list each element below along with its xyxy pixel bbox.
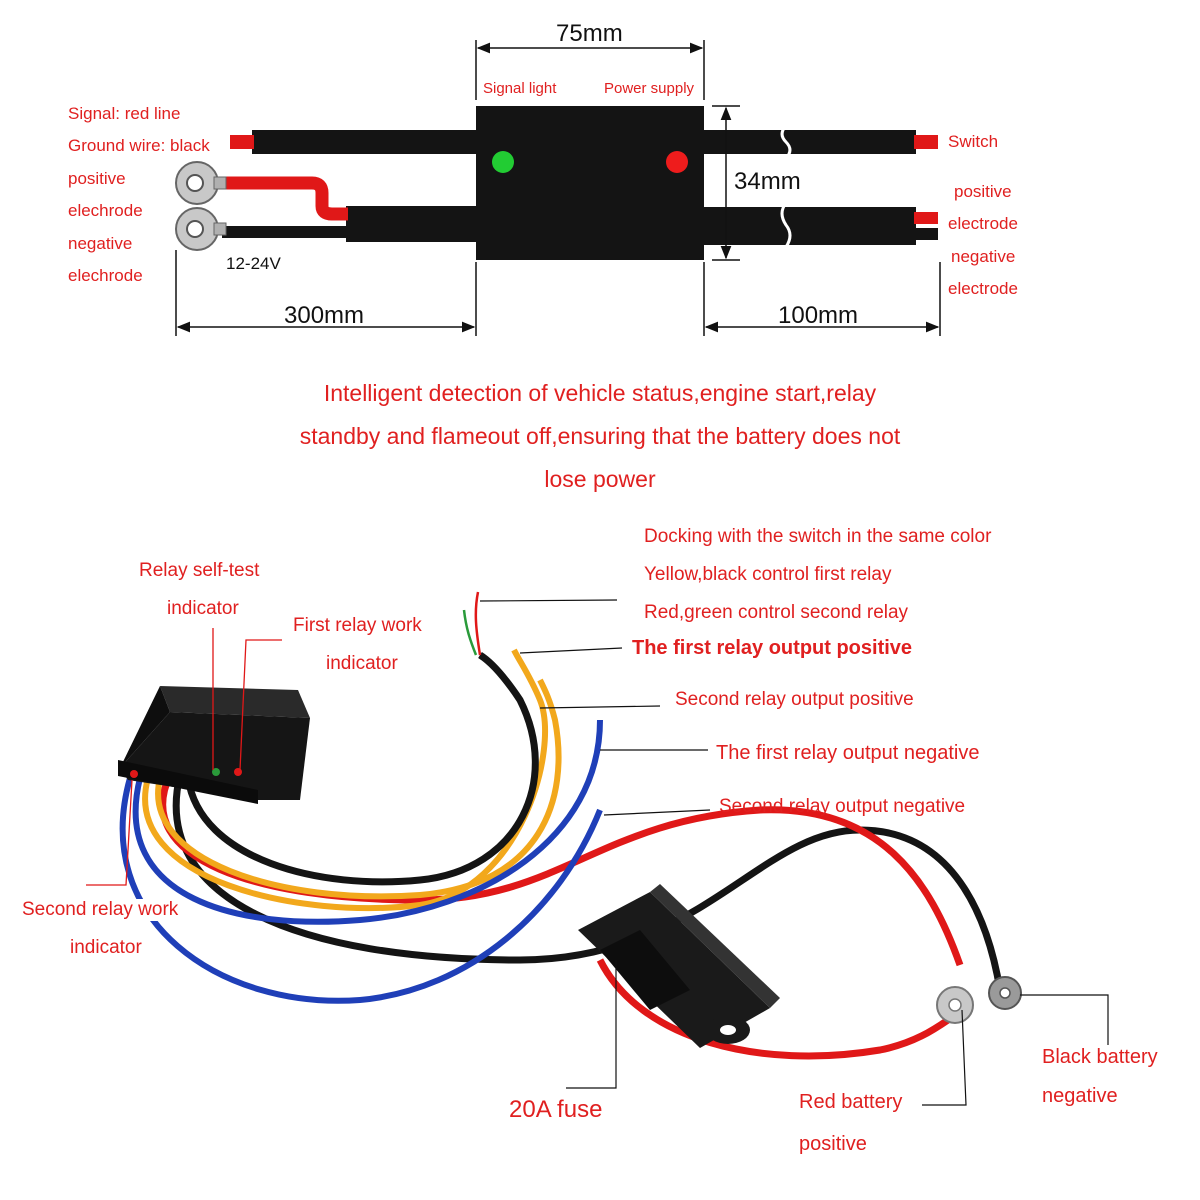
leader-second-negative xyxy=(603,809,711,816)
first-relay-output-positive-label: The first relay output positive xyxy=(632,637,913,659)
negative-ring-terminal xyxy=(175,207,227,251)
positive-wire-red xyxy=(222,176,348,221)
leader-docking xyxy=(479,599,618,602)
first-relay-led xyxy=(234,768,242,776)
red-battery-terminal xyxy=(936,986,974,1024)
leader-red-battery xyxy=(922,1009,967,1106)
blue-output-wire-2 xyxy=(119,777,603,1004)
leader-first-positive xyxy=(519,647,623,654)
right-negative-label: negative xyxy=(951,247,1016,266)
red-battery-positive-label: positive xyxy=(799,1133,867,1155)
right-negative-electrode-label: electrode xyxy=(948,279,1018,298)
dimension-width-label: 75mm xyxy=(556,20,623,47)
signal-light-label: Signal light xyxy=(483,80,557,97)
headline-line-3: lose power xyxy=(544,466,656,492)
red-fuse-wire xyxy=(596,958,967,1060)
docking-note-line-2: Yellow,black control first relay xyxy=(644,564,892,585)
black-battery-terminal xyxy=(988,976,1022,1010)
voltage-label: 12-24V xyxy=(226,254,281,273)
positive-ring-terminal xyxy=(175,161,227,205)
black-battery-negative-label: negative xyxy=(1042,1085,1118,1107)
switch-cable-red-tip xyxy=(914,135,938,149)
second-relay-output-negative-label: Second relay output negative xyxy=(719,796,966,817)
description-headline: Intelligent detection of vehicle status,… xyxy=(150,372,1050,501)
docking-note-line-3: Red,green control second relay xyxy=(644,602,909,623)
negative-label: negative xyxy=(68,234,133,253)
relay-module xyxy=(118,686,310,804)
output-positive-tip xyxy=(914,212,938,224)
positive-elechrode-label: elechrode xyxy=(68,201,143,220)
power-cable-left xyxy=(346,206,478,242)
green-control-wire-tip xyxy=(462,609,478,656)
black-battery-label: Black battery xyxy=(1042,1046,1158,1068)
first-relay-work-indicator-label: indicator xyxy=(326,653,398,674)
self-test-led xyxy=(212,768,220,776)
module-body xyxy=(476,106,704,260)
signal-cable-left xyxy=(252,130,478,154)
orange-output-wire-1 xyxy=(142,648,548,912)
second-relay-work-indicator-label: indicator xyxy=(66,937,146,959)
black-control-wire xyxy=(184,652,539,886)
bottom-harness-illustration xyxy=(86,591,1109,1106)
cable-break-mark xyxy=(780,124,792,160)
right-positive-label: positive xyxy=(954,182,1012,201)
leader-second-relay xyxy=(86,779,133,886)
second-relay-led xyxy=(130,770,138,778)
fuse-holder xyxy=(578,884,780,1048)
dimension-right-label: 100mm xyxy=(778,302,859,329)
dimension-height-label: 34mm xyxy=(734,168,801,195)
signal-cable-red-tip xyxy=(230,135,254,149)
switch-cable-right xyxy=(704,130,916,154)
leader-fuse xyxy=(566,960,617,1089)
headline-line-1: Intelligent detection of vehicle status,… xyxy=(323,380,877,406)
positive-label: positive xyxy=(68,169,126,188)
red-battery-label: Red battery xyxy=(799,1091,903,1113)
ground-wire-black-label: Ground wire: black xyxy=(68,136,210,155)
top-module-diagram xyxy=(175,40,941,336)
relay-self-test-label: Relay self-test xyxy=(139,560,260,581)
leader-black-battery xyxy=(1020,994,1109,1045)
dimension-left-label: 300mm xyxy=(284,302,365,329)
right-positive-electrode-label: electrode xyxy=(948,214,1018,233)
negative-elechrode-label: elechrode xyxy=(68,266,143,285)
headline-line-2: standby and flameout off,ensuring that t… xyxy=(299,423,901,449)
docking-note-line-1: Docking with the switch in the same colo… xyxy=(644,526,992,547)
first-relay-output-negative-label: The first relay output negative xyxy=(716,742,980,764)
leader-first-relay xyxy=(239,639,282,771)
second-relay-output-positive-label: Second relay output positive xyxy=(675,689,914,710)
relay-self-test-indicator-label: indicator xyxy=(167,598,239,619)
leader-second-positive xyxy=(539,705,661,709)
red-control-wire-tip xyxy=(474,591,482,656)
fuse-label: 20A fuse xyxy=(509,1096,603,1123)
signal-red-line-label: Signal: red line xyxy=(68,104,181,123)
blue-output-wire-1 xyxy=(132,719,603,925)
power-supply-label: Power supply xyxy=(604,80,695,97)
cable-break-mark xyxy=(780,202,792,248)
first-relay-work-label: First relay work xyxy=(293,615,422,636)
switch-label: Switch xyxy=(948,132,999,151)
signal-light-led-green xyxy=(492,151,514,173)
second-relay-work-label: Second relay work xyxy=(18,899,183,921)
power-supply-led-red xyxy=(666,151,688,173)
output-negative-tip xyxy=(914,228,938,240)
output-cable-right xyxy=(704,207,916,245)
